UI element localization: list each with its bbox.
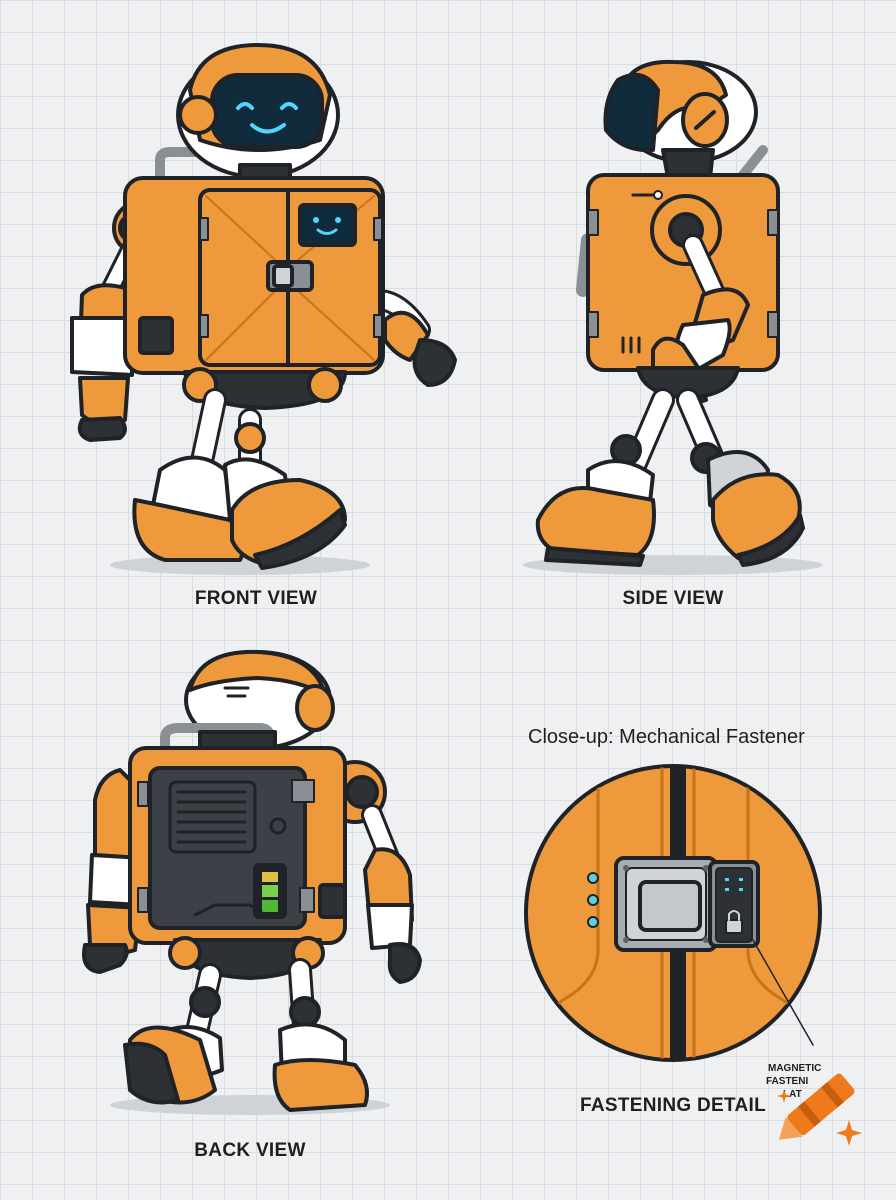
- back-view-panel: BACK VIEW: [0, 620, 448, 1200]
- side-view-robot: [523, 59, 823, 575]
- side-view-label: SIDE VIEW: [622, 588, 724, 609]
- side-view-panel: SIDE VIEW: [448, 0, 896, 620]
- front-view-panel: FRONT VIEW: [0, 0, 457, 620]
- closeup-title: Close-up: Mechanical Fastener: [528, 726, 805, 748]
- closeup-panel: Close-up: Mechanical Fastener: [448, 620, 896, 1200]
- callout-line2: FASTENI: [766, 1076, 809, 1087]
- back-view-label: BACK VIEW: [194, 1140, 306, 1161]
- front-view-label: FRONT VIEW: [194, 588, 318, 609]
- closeup-caption: FASTENING DETAIL: [579, 1095, 767, 1116]
- sparkle-icon: [836, 1120, 862, 1146]
- sparkle-icon-small: [777, 1089, 791, 1103]
- callout-line1: MAGNETIC: [768, 1063, 822, 1074]
- back-view-robot: [82, 649, 422, 1115]
- front-view-robot: [70, 43, 457, 575]
- callout-line3: LAT: [783, 1089, 802, 1100]
- crayon-logo-icon: [778, 1073, 855, 1140]
- closeup-fastener-diagram: [524, 764, 822, 1062]
